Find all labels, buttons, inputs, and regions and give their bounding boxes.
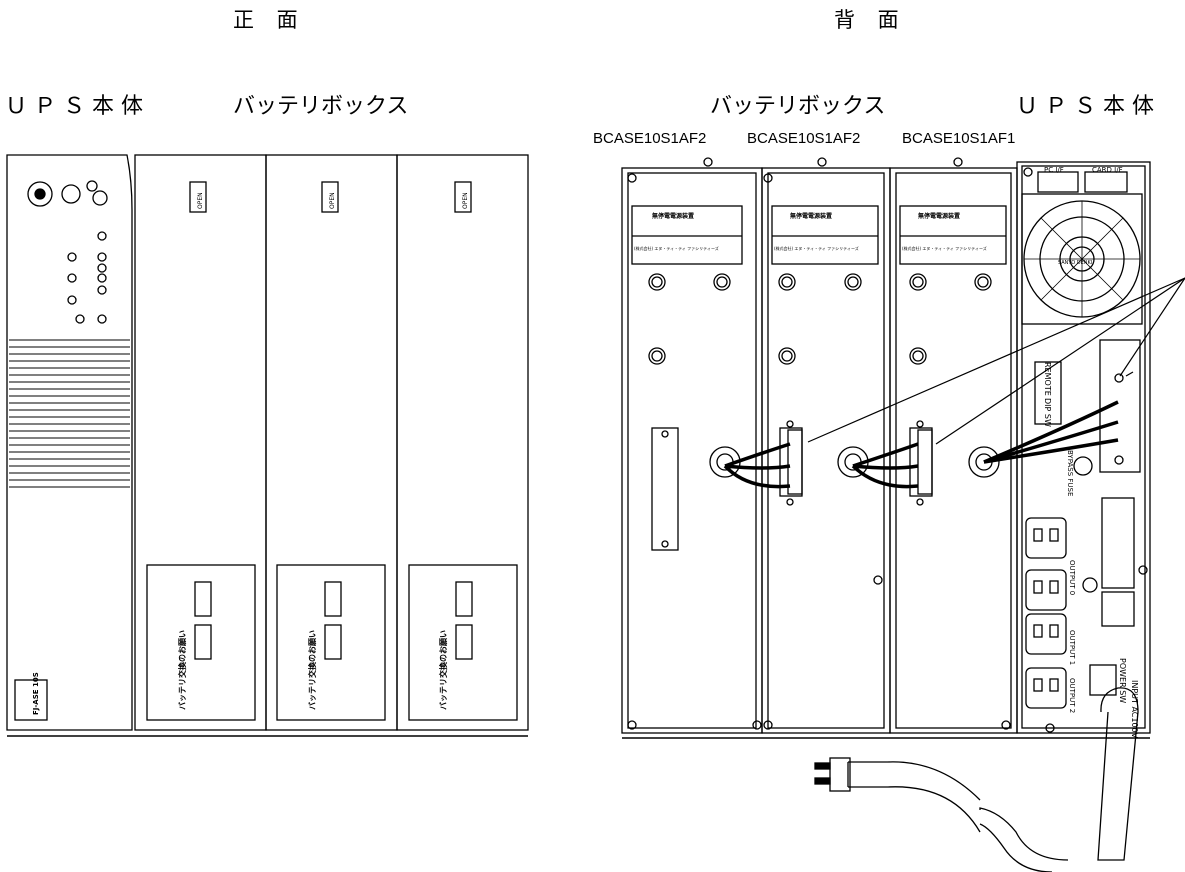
battery-input-connector [1099,339,1141,473]
front-ups-label: ＵＰＳ本体 [5,94,151,119]
battery-replacement-label [408,564,518,721]
ac-outlets [1025,517,1067,709]
card-if-label: CARD I/F [1092,166,1123,174]
cooling-fan [1021,193,1143,325]
battery-replacement-label [276,564,386,721]
open-label: OPEN [197,192,204,209]
rear-ups-unit [1016,161,1151,734]
front-ups-unit [6,154,133,731]
screw-icon [627,173,637,183]
screw-icon [1001,720,1011,730]
screw-icon [1138,565,1148,575]
front-battery-box-3 [396,154,529,731]
remote-port [1034,361,1062,425]
power-button-icon [27,181,53,207]
front-battery-box-2 [265,154,398,731]
nameplate-maker: (株式会社) エヌ・ティ・ティ ファシリティーズ [902,245,987,251]
battery-cables [723,400,1119,489]
battery-replacement-title: バッテリ交換のお願い [177,630,187,710]
open-arrow-icon [454,181,472,213]
open-label: OPEN [329,192,336,209]
screw-icon [817,157,827,167]
rear-ups-label: ＵＰＳ本体 [1016,94,1162,119]
pc-if-label: PC I/F [1044,166,1064,174]
output-2-label: OUTPUT 2 [1068,678,1076,713]
rear-view-heading: 背 面 [834,8,907,32]
battery-replacement-title: バッテリ交換のお願い [307,630,317,710]
front-vent-grille [9,339,130,488]
card-if-port [1084,171,1128,193]
remote-label: REMOTE [1043,362,1052,396]
front-battery-box-1 [134,154,267,731]
screw-icon [1023,167,1033,177]
rear-battery-label: バッテリボックス [710,94,886,119]
ac-input-label: INPUT AC100V [1130,680,1139,739]
open-arrow-icon [321,181,339,213]
fan-brand-label: SANYO DENKI [1058,260,1092,266]
battery-replacement-label [146,564,256,721]
screw-icon [763,173,773,183]
nameplate [899,205,1007,265]
screw-icon [1045,723,1055,733]
nameplate-title: 無停電電源装置 [652,212,694,220]
power-plug-icon [814,757,851,792]
bypass-fuse-label: BYPASS FUSE [1066,450,1074,496]
nameplate [631,205,743,265]
output-1-label: OUTPUT 1 [1068,630,1076,665]
nameplate-title: 無停電電源装置 [918,212,960,220]
power-cord [847,687,1139,872]
screw-icon [752,720,762,730]
battery-replacement-title: バッテリ交換のお願い [438,630,448,710]
rear-battery-box-1 [621,157,763,734]
leader-lines [807,277,1185,445]
power-sw-label: POWER SW [1118,658,1127,703]
screw-icon [627,720,637,730]
front-logo-plate [14,679,48,721]
bypass-fuse [1073,456,1093,476]
open-arrow-icon [189,181,207,213]
output-0-label: OUTPUT 0 [1068,560,1076,595]
nameplate [771,205,879,265]
screw-icon [763,720,773,730]
model-label-2: BCASE10S1AF2 [747,130,861,147]
front-battery-label: バッテリボックス [233,94,409,119]
screw-icon [873,575,883,585]
model-label-1: BCASE10S1AF2 [593,130,707,147]
nameplate-maker: (株式会社) エヌ・ティ・ティ ファシリティーズ [634,245,719,251]
connector-cover [651,427,679,551]
status-indicators [67,231,107,324]
cable-grommet [968,446,1000,478]
dip-setting-table [1101,497,1135,589]
alarm-button-icon [61,184,81,204]
model-label-3: BCASE10S1AF1 [902,130,1016,147]
nameplate-maker: (株式会社) エヌ・ティ・ティ ファシリティーズ [774,245,859,251]
dip-sw-label: DIP SW [1043,398,1052,427]
ground-terminal-icon [1082,577,1098,593]
nameplate-title: 無停電電源装置 [790,212,832,220]
pc-if-port [1037,171,1079,193]
front-logo-text: FJ-ASE 10S [32,672,40,715]
screw-icon [953,157,963,167]
open-label: OPEN [462,192,469,209]
front-view-heading: 正 面 [233,8,306,32]
power-switch [1089,664,1117,696]
screw-icon [703,157,713,167]
